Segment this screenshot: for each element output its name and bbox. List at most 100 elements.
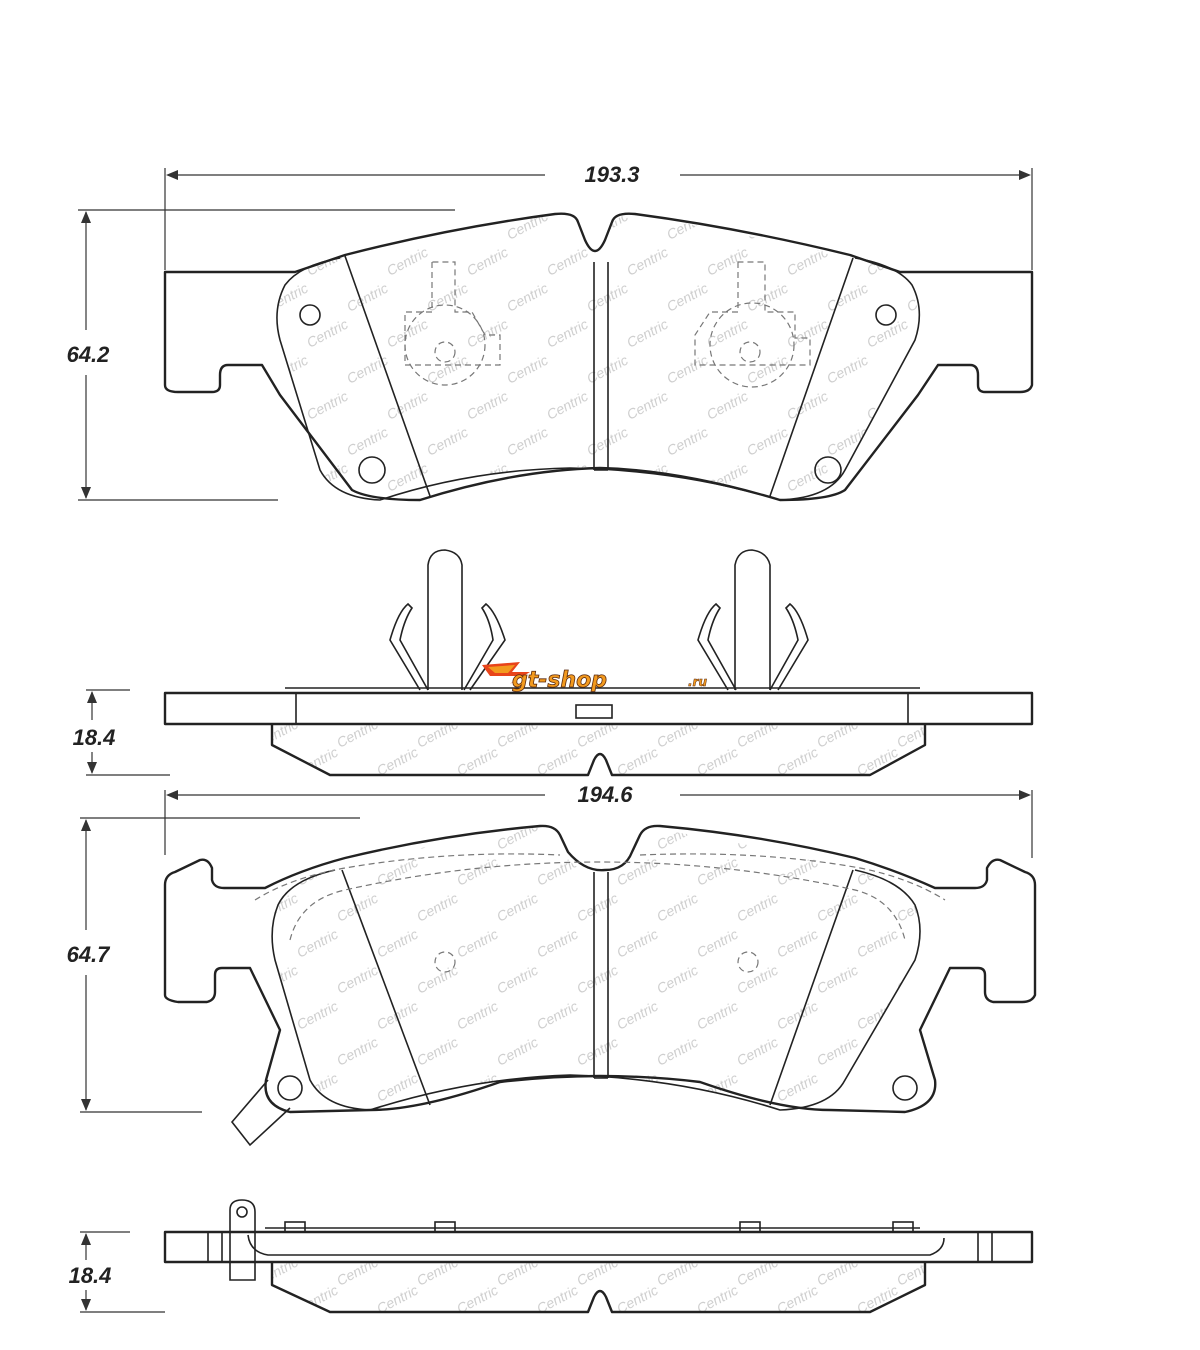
centric-watermark-mark: Centric — [344, 352, 391, 387]
top-height-arrow-bottom — [81, 487, 91, 499]
centric-watermark-mark: Centric — [664, 424, 711, 459]
centric-watermark-mark: Centric — [504, 280, 551, 315]
top-pad-hole-lower-left — [358, 456, 386, 484]
centric-watermark-mark: Centric — [734, 890, 781, 925]
centric-watermark-mark: Centric — [824, 280, 871, 315]
centric-watermark-mark: Centric — [534, 744, 581, 779]
centric-watermark-mark: Centric — [264, 280, 311, 315]
top-pad-shim-right — [694, 261, 811, 366]
centric-watermark-mark: Centric — [904, 424, 951, 459]
centric-watermark-mark: Centric — [304, 316, 351, 351]
top-side-clip-left-a — [389, 602, 429, 691]
centric-watermark-mark: Centric — [374, 1070, 421, 1105]
centric-watermark-mark: Centric — [454, 854, 501, 889]
centric-watermark-mark: Centric — [854, 926, 901, 961]
bot-width-arrow-left — [166, 790, 178, 800]
centric-watermark-mark: Centric — [694, 926, 741, 961]
top-width-arrow-right — [1019, 170, 1031, 180]
centric-watermark-mark: Centric — [694, 998, 741, 1033]
centric-watermark-mark: Centric — [864, 460, 911, 495]
bottom-pad-hole-right — [892, 1075, 918, 1101]
centric-watermark-mark: Centric — [864, 316, 911, 351]
centric-watermark-mark: Centric — [664, 352, 711, 387]
top-pad-mini-hole-right — [739, 341, 761, 363]
bottom-side-tab-4 — [892, 1221, 914, 1233]
centric-watermark-mark: Centric — [254, 1254, 301, 1289]
centric-watermark-mark: Centric — [654, 716, 701, 751]
bottom-pad-right-chamfer — [769, 869, 854, 1106]
bottom-side-backing-plate — [163, 1230, 1034, 1264]
bottom-pad-backing-plate — [163, 824, 1037, 1114]
centric-watermark-mark: Centric — [344, 424, 391, 459]
centric-watermark-mark: Centric — [904, 208, 951, 243]
centric-watermark-mark: Centric — [574, 716, 621, 751]
centric-watermark-mark: Centric — [424, 208, 471, 243]
centric-watermark-mark: Centric — [744, 424, 791, 459]
centric-watermark-mark: Centric — [654, 1254, 701, 1289]
centric-watermark-mark: Centric — [374, 744, 421, 779]
top-pad-mini-hole-left — [434, 341, 456, 363]
centric-watermark-mark: Centric — [784, 388, 831, 423]
bottom-side-sensor-hole — [236, 1206, 248, 1218]
bottom-pad-friction-outline — [271, 869, 921, 1111]
top-thk-arrow-top — [87, 691, 97, 703]
centric-watermark-mark: Centric — [744, 280, 791, 315]
centric-watermark-mark: Centric — [624, 244, 671, 279]
bottom-side-tab-2 — [434, 1221, 456, 1233]
centric-watermark-mark: Centric — [664, 280, 711, 315]
centric-watermark-mark: Centric — [294, 1070, 341, 1105]
centric-watermark-mark: Centric — [334, 716, 381, 751]
centric-watermark-mark: Centric — [774, 854, 821, 889]
centric-watermark-mark: Centric — [504, 352, 551, 387]
centric-watermark-mark: Centric — [614, 744, 661, 779]
bottom-pad-wear-sensor-tab — [230, 1079, 291, 1147]
centric-watermark-mark: Centric — [494, 890, 541, 925]
centric-watermark-mark: Centric — [494, 1254, 541, 1289]
top-pad-shim-left — [404, 261, 501, 366]
centric-watermark-mark: Centric — [654, 962, 701, 997]
bottom-pad-hole-left — [277, 1075, 303, 1101]
bottom-pad-thickness-label: 18.4 — [69, 1263, 112, 1288]
centric-watermark-mark: Centric — [504, 424, 551, 459]
top-thk-arrow-bottom — [87, 762, 97, 774]
centric-watermark-mark: Centric — [734, 1254, 781, 1289]
centric-watermark-mark: Centric — [824, 352, 871, 387]
centric-watermark-mark: Centric — [614, 998, 661, 1033]
top-side-pin-left — [427, 549, 463, 690]
bot-width-arrow-right — [1019, 790, 1031, 800]
centric-watermark-mark: Centric — [704, 388, 751, 423]
centric-watermark-mark: Centric — [614, 926, 661, 961]
centric-watermark-mark: Centric — [894, 818, 941, 853]
top-pad-right-chamfer — [769, 257, 854, 497]
centric-watermark-mark: Centric — [494, 818, 541, 853]
centric-watermark-mark: Centric — [704, 244, 751, 279]
top-height-arrow-top — [81, 211, 91, 223]
centric-watermark-mark: Centric — [734, 1034, 781, 1069]
centric-watermark-mark: Centric — [894, 962, 941, 997]
top-pad-hole-lower-right — [814, 456, 842, 484]
centric-watermark-mark: Centric — [574, 1254, 621, 1289]
centric-watermark-mark: Centric — [814, 962, 861, 997]
centric-watermark-mark: Centric — [424, 424, 471, 459]
centric-watermark-mark: Centric — [814, 716, 861, 751]
bot-height-arrow-bottom — [81, 1099, 91, 1111]
top-side-center-tab — [575, 704, 613, 719]
centric-watermark-mark: Centric — [374, 998, 421, 1033]
centric-watermark-mark: Centric — [424, 280, 471, 315]
centric-watermark-mark: Centric — [464, 316, 511, 351]
centric-watermark-mark: Centric — [334, 1034, 381, 1069]
top-pad-thickness-label: 18.4 — [73, 725, 116, 750]
centric-watermark-mark: Centric — [454, 744, 501, 779]
centric-watermark-mark: Centric — [544, 244, 591, 279]
centric-watermark-mark: Centric — [624, 388, 671, 423]
centric-watermark-mark: Centric — [464, 388, 511, 423]
bot-thk-arrow-top — [81, 1233, 91, 1245]
bottom-pad-mini-hole-left — [434, 951, 456, 973]
centric-watermark-mark: Centric — [574, 890, 621, 925]
centric-watermark-mark: Centric — [414, 1254, 461, 1289]
centric-watermark-mark: Centric — [624, 316, 671, 351]
centric-watermark-mark: Centric — [534, 926, 581, 961]
